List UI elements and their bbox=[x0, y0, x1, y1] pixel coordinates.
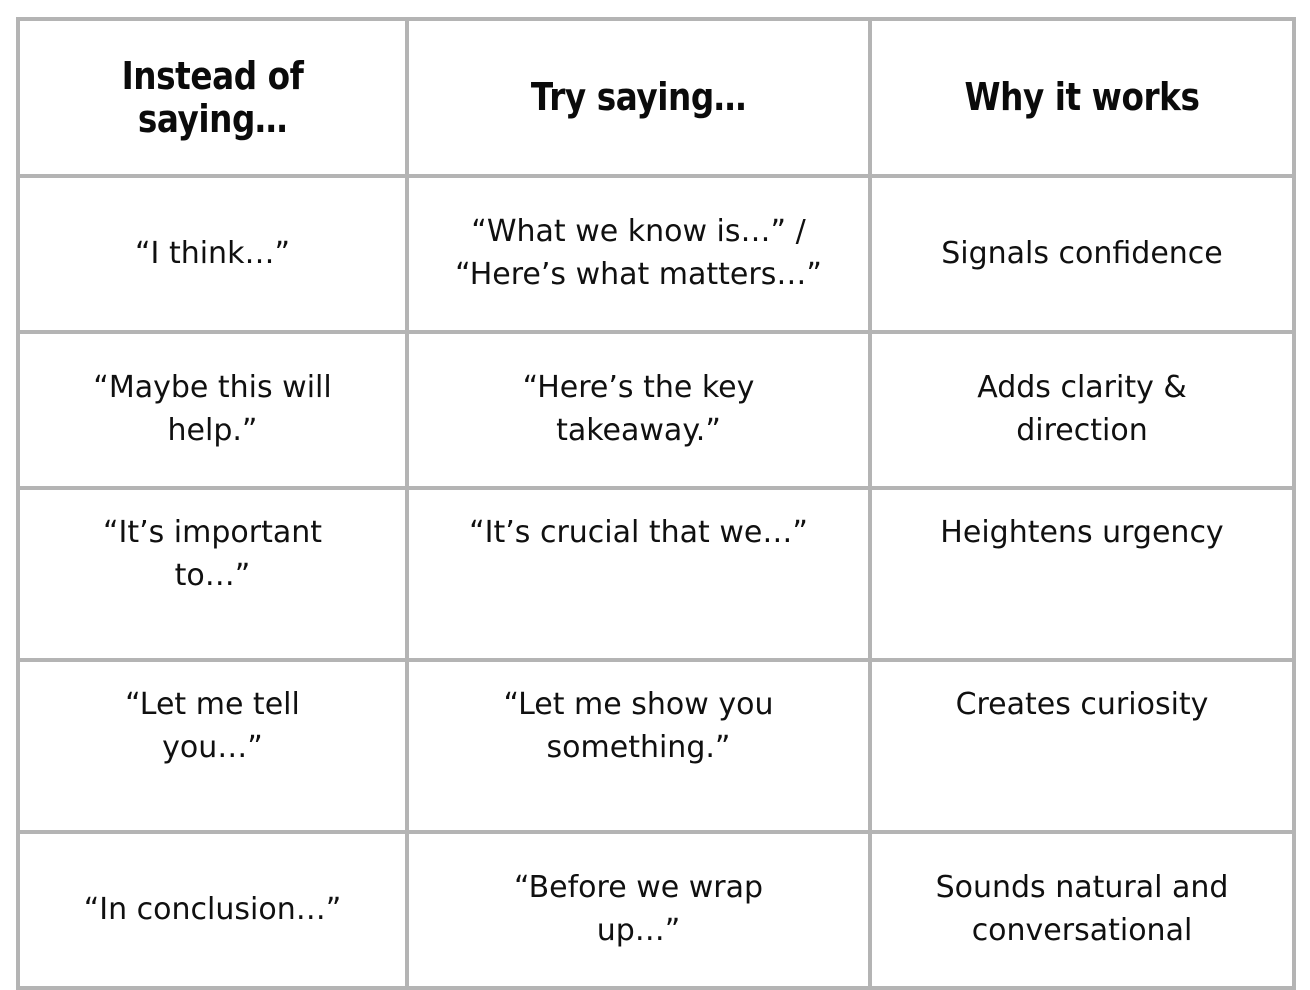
cell-line: takeaway.” bbox=[556, 413, 721, 448]
cell-line: “It’s important bbox=[102, 515, 323, 550]
table-row: “In conclusion…” “Before we wrap up…” So… bbox=[16, 830, 1296, 990]
column-header-try-saying: Try saying… bbox=[437, 17, 840, 178]
cell-line: “What we know is…” / bbox=[471, 214, 806, 250]
phrase-swap-table: Instead of saying… Try saying… Why it wo… bbox=[16, 17, 1296, 990]
cell-text: “What we know is…” / “Here’s what matter… bbox=[423, 211, 854, 296]
column-header-instead-of-saying: Instead of saying… bbox=[43, 17, 382, 178]
cell-line: up…” bbox=[596, 913, 681, 948]
cell-line: Adds clarity & bbox=[977, 370, 1187, 406]
cell-why-it-works-5: Sounds natural and conversational bbox=[868, 830, 1296, 990]
cell-text: “Let me show you something.” bbox=[423, 684, 854, 769]
column-header-why-it-works: Why it works bbox=[897, 17, 1267, 178]
cell-line: “Let me show you bbox=[503, 687, 774, 722]
cell-text: “In conclusion…” bbox=[83, 891, 342, 927]
cell-text: Creates curiosity bbox=[955, 687, 1209, 722]
cell-text: Adds clarity & direction bbox=[886, 367, 1278, 452]
cell-text: Heightens urgency bbox=[940, 515, 1224, 550]
cell-try-saying-1: “What we know is…” / “Here’s what matter… bbox=[405, 174, 872, 334]
cell-text: “Maybe this will help.” bbox=[34, 367, 391, 452]
cell-why-it-works-2: Adds clarity & direction bbox=[868, 330, 1296, 490]
cell-why-it-works-1: Signals confidence bbox=[868, 174, 1296, 334]
cell-line: to…” bbox=[174, 557, 251, 593]
cell-line: direction bbox=[1016, 413, 1148, 448]
cell-try-saying-5: “Before we wrap up…” bbox=[405, 830, 872, 990]
column-header-try-saying-label: Try saying… bbox=[530, 75, 747, 120]
cell-text: “It’s crucial that we…” bbox=[469, 515, 808, 550]
cell-line: you…” bbox=[162, 729, 263, 765]
cell-line: “Let me tell bbox=[125, 687, 300, 722]
cell-text: “Before we wrap up…” bbox=[423, 867, 854, 952]
cell-instead-of-1: “I think…” bbox=[16, 174, 409, 334]
table-row: “I think…” “What we know is…” / “Here’s … bbox=[16, 174, 1296, 334]
table-header: Instead of saying… Try saying… Why it wo… bbox=[18, 17, 1294, 178]
cell-text: Signals confidence bbox=[941, 235, 1223, 271]
cell-instead-of-3: “It’s important to…” bbox=[16, 486, 409, 662]
page-root: Instead of saying… Try saying… Why it wo… bbox=[16, 17, 1296, 990]
cell-line: conversational bbox=[971, 913, 1193, 948]
cell-line: help.” bbox=[167, 413, 258, 448]
table-header-row: Instead of saying… Try saying… Why it wo… bbox=[18, 17, 1294, 178]
cell-line: something.” bbox=[546, 729, 731, 765]
cell-text: “Let me tell you…” bbox=[34, 684, 391, 769]
cell-try-saying-2: “Here’s the key takeaway.” bbox=[405, 330, 872, 490]
cell-line: “Here’s the key bbox=[522, 370, 755, 406]
cell-instead-of-4: “Let me tell you…” bbox=[16, 658, 409, 834]
cell-why-it-works-4: Creates curiosity bbox=[868, 658, 1296, 834]
column-header-instead-of-saying-label: Instead of saying… bbox=[121, 53, 304, 141]
cell-line: Sounds natural and bbox=[935, 870, 1229, 906]
column-header-why-it-works-label: Why it works bbox=[964, 75, 1200, 120]
cell-text: “I think…” bbox=[135, 235, 290, 271]
cell-line: “Before we wrap bbox=[513, 870, 764, 906]
cell-instead-of-5: “In conclusion…” bbox=[16, 830, 409, 990]
cell-why-it-works-3: Heightens urgency bbox=[868, 486, 1296, 662]
table-row: “It’s important to…” “It’s crucial that … bbox=[16, 486, 1296, 662]
table-row: “Maybe this will help.” “Here’s the key … bbox=[16, 330, 1296, 490]
cell-text: Sounds natural and conversational bbox=[886, 867, 1278, 952]
table-row: “Let me tell you…” “Let me show you some… bbox=[16, 658, 1296, 834]
cell-instead-of-2: “Maybe this will help.” bbox=[16, 330, 409, 490]
cell-try-saying-4: “Let me show you something.” bbox=[405, 658, 872, 834]
cell-text: “Here’s the key takeaway.” bbox=[423, 367, 854, 452]
cell-try-saying-3: “It’s crucial that we…” bbox=[405, 486, 872, 662]
cell-line: “Here’s what matters…” bbox=[455, 257, 822, 292]
cell-line: “Maybe this will bbox=[93, 370, 332, 406]
table-body: “I think…” “What we know is…” / “Here’s … bbox=[16, 174, 1296, 990]
cell-text: “It’s important to…” bbox=[34, 512, 391, 597]
